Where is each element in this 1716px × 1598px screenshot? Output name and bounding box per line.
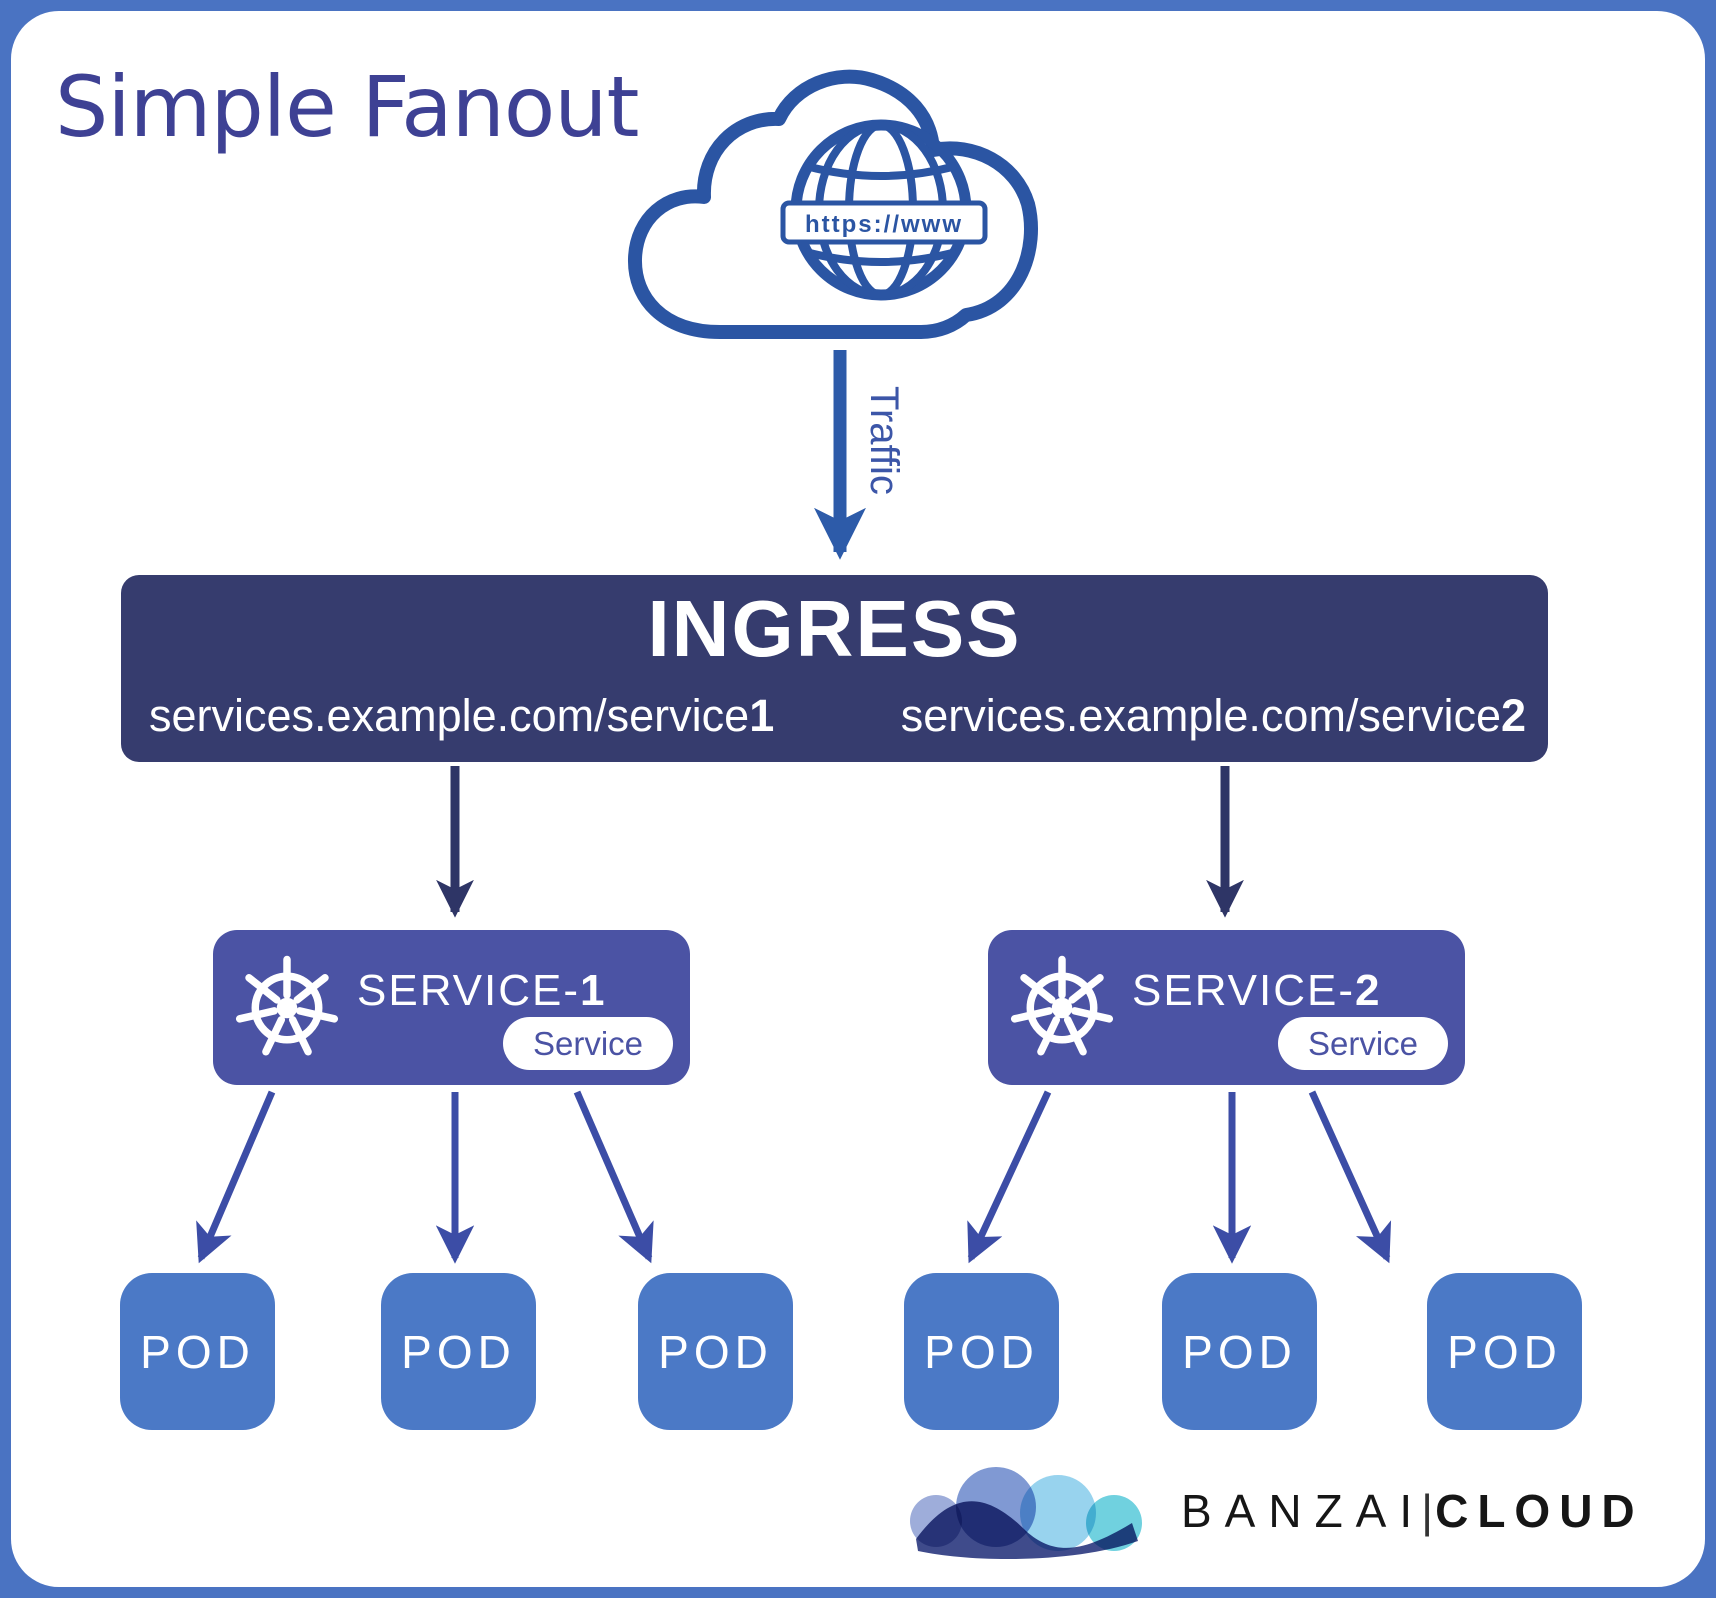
pod-box: POD — [904, 1273, 1059, 1430]
logo-brand-bold: CLOUD — [1435, 1485, 1644, 1537]
service-1-badge: Service — [503, 1017, 673, 1070]
pod-box: POD — [381, 1273, 536, 1430]
logo-brand-light: BANZAI — [1181, 1485, 1426, 1537]
traffic-label: Traffic — [862, 386, 906, 495]
service-1-label: SERVICE-1 — [357, 965, 607, 1015]
banzaicloud-wave-icon — [910, 1466, 1142, 1559]
kubernetes-wheel-icon — [1010, 955, 1114, 1056]
banzaicloud-wordmark: BANZAI | CLOUD — [1181, 1484, 1644, 1538]
kubernetes-wheel-icon — [235, 955, 339, 1056]
pod-box: POD — [1427, 1273, 1582, 1430]
ingress-rules: services.example.com/service1 services.e… — [121, 690, 1548, 742]
banzaicloud-logo: BANZAI | CLOUD — [908, 1455, 1668, 1567]
service-2-box: SERVICE-2 Service — [988, 930, 1465, 1085]
ingress-rule-1: services.example.com/service1 — [149, 690, 775, 741]
service-2-badge: Service — [1278, 1017, 1448, 1070]
ingress-title: INGRESS — [647, 584, 1022, 673]
address-bar-label: https://www — [805, 211, 963, 238]
page-title: Simple Fanout — [55, 58, 639, 156]
pod-box: POD — [120, 1273, 275, 1430]
service-1-box: SERVICE-1 Service — [213, 930, 690, 1085]
address-bar — [780, 200, 988, 245]
logo-divider: | — [1421, 1485, 1434, 1537]
pod-box: POD — [638, 1273, 793, 1430]
pod-box: POD — [1162, 1273, 1317, 1430]
internet-cloud-icon: https://www — [627, 69, 1038, 339]
service-2-label: SERVICE-2 — [1132, 965, 1382, 1015]
ingress-box: INGRESS services.example.com/service1 se… — [121, 575, 1548, 762]
ingress-rule-2: services.example.com/service2 — [900, 690, 1526, 741]
